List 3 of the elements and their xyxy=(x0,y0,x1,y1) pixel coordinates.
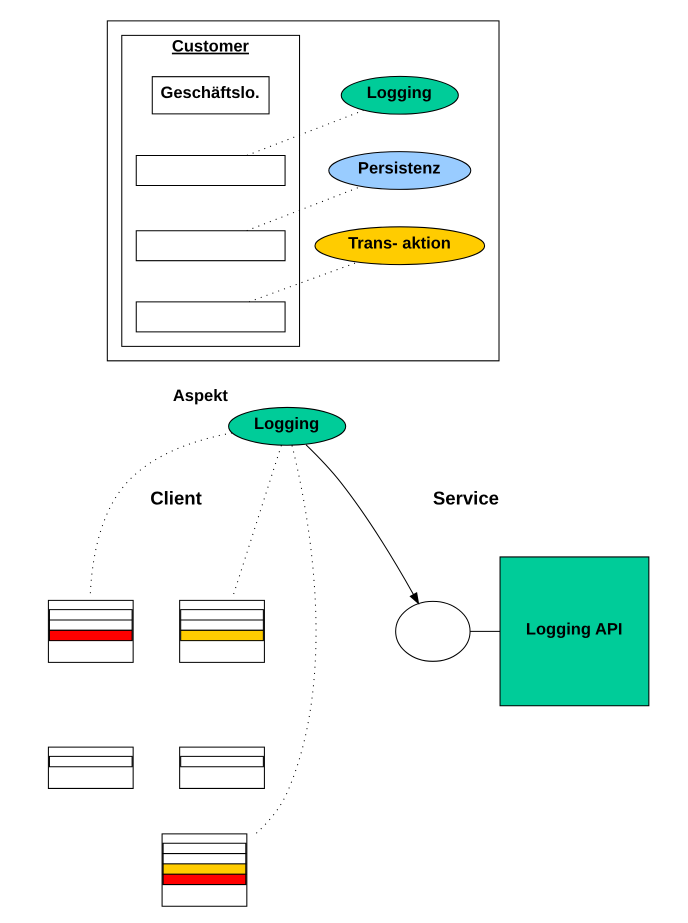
label: Client xyxy=(150,488,202,509)
node-label: Aspekt xyxy=(172,386,228,405)
label: Service xyxy=(432,488,499,509)
